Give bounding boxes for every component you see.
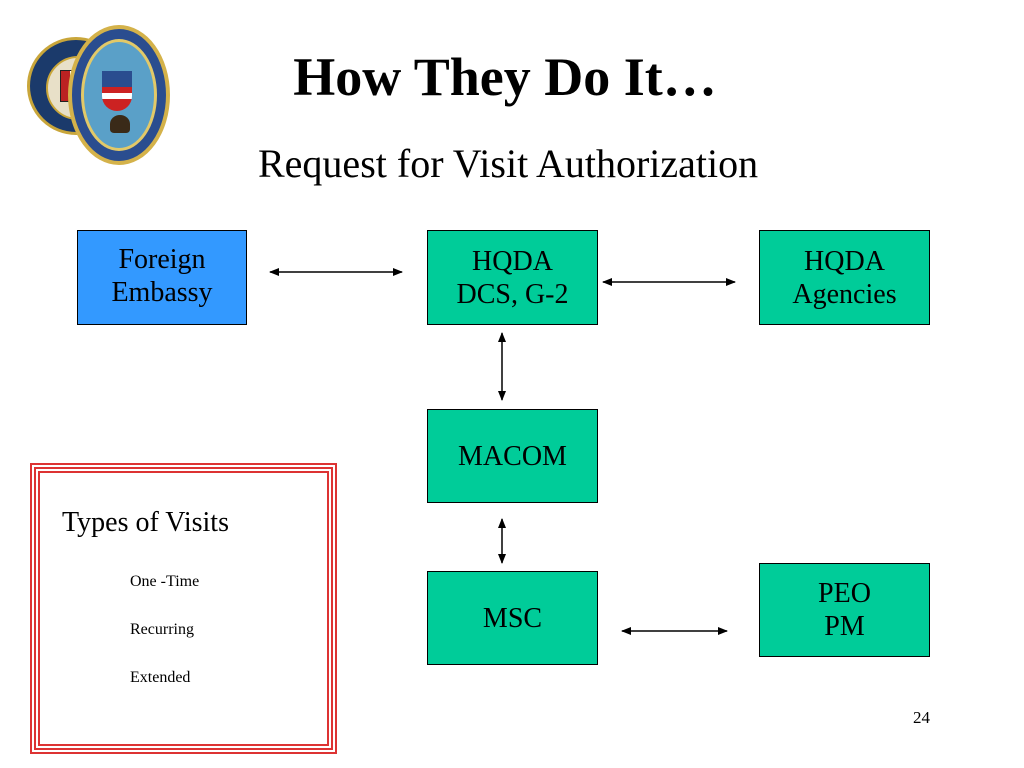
foreign-embassy-box: Foreign Embassy xyxy=(77,230,247,325)
visit-type-item: Extended xyxy=(130,669,191,686)
slide-subtitle: Request for Visit Authorization xyxy=(258,141,759,186)
macom-box: MACOM xyxy=(427,409,598,503)
visit-type-item: One -Time xyxy=(130,573,200,590)
msc-box: MSC xyxy=(427,571,598,665)
department-of-the-army-seal-logo xyxy=(68,25,170,165)
visit-type-item: Recurring xyxy=(130,621,194,638)
page-number: 24 xyxy=(913,708,930,727)
types-of-visits-heading: Types of Visits xyxy=(62,507,229,538)
peo-pm-box: PEO PM xyxy=(759,563,930,657)
slide-title: How They Do It… xyxy=(293,47,717,107)
hqda-dcs-g2-box: HQDA DCS, G-2 xyxy=(427,230,598,325)
types-of-visits-panel xyxy=(30,463,337,754)
hqda-agencies-box: HQDA Agencies xyxy=(759,230,930,325)
